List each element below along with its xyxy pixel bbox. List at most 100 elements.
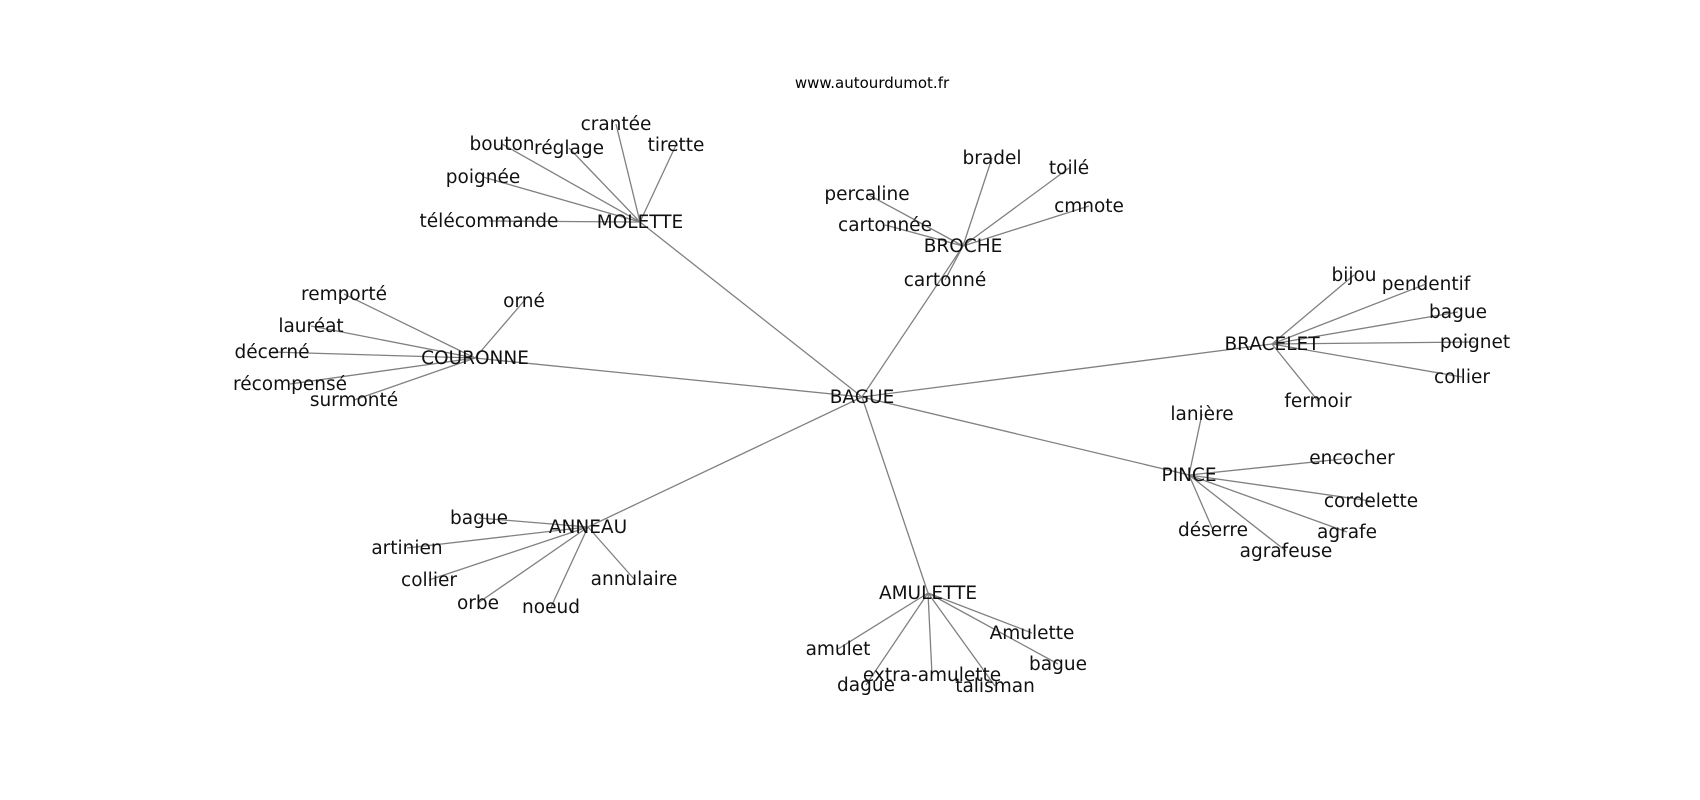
edge-amulette-to-dague xyxy=(865,592,929,686)
edge-anneau-to-annulaire xyxy=(587,526,635,580)
leaf-node-amulette-talisman[interactable]: talisman xyxy=(955,676,1035,697)
edge-molette-to-poignee xyxy=(482,176,641,223)
edge-couronne-to-surmonte xyxy=(353,357,476,401)
edge-pince-to-encocher xyxy=(1188,457,1353,476)
graph-edges xyxy=(271,123,1476,687)
leaf-node-couronne-remporte[interactable]: remporté xyxy=(301,284,387,305)
leaf-node-molette-bouton[interactable]: bouton xyxy=(469,134,534,155)
leaf-node-broche-bradel[interactable]: bradel xyxy=(963,148,1022,169)
edge-center-to-molette xyxy=(639,221,863,398)
edge-amulette-to-bague xyxy=(927,592,1059,665)
edge-bracelet-to-fermoir xyxy=(1271,343,1319,402)
leaf-node-broche-percaline[interactable]: percaline xyxy=(824,184,909,205)
leaf-node-broche-toile[interactable]: toilé xyxy=(1049,158,1089,179)
edge-molette-to-tirette xyxy=(639,144,677,223)
leaf-node-anneau-collier[interactable]: collier xyxy=(401,570,457,591)
leaf-node-pince-laniere[interactable]: lanière xyxy=(1170,404,1233,425)
leaf-node-molette-crantee[interactable]: crantée xyxy=(581,114,652,135)
leaf-node-pince-deserre[interactable]: déserre xyxy=(1178,520,1248,541)
edge-center-to-amulette xyxy=(861,396,929,594)
leaf-node-amulette-extra-amulette[interactable]: extra-amulette xyxy=(863,665,1001,686)
edge-amulette-to-talisman xyxy=(927,592,996,687)
hub-node-amulette[interactable]: AMULETTE xyxy=(879,583,977,604)
edge-amulette-to-extra-amulette xyxy=(927,592,933,676)
edge-bracelet-to-collier xyxy=(1271,343,1463,378)
edge-couronne-to-recompense xyxy=(289,357,476,385)
edge-center-to-anneau xyxy=(587,396,863,528)
edge-bracelet-to-pendentif xyxy=(1271,283,1427,345)
leaf-node-bracelet-bijou[interactable]: bijou xyxy=(1331,265,1376,286)
hub-node-bracelet[interactable]: BRACELET xyxy=(1224,334,1320,355)
edge-center-to-pince xyxy=(861,396,1190,476)
leaf-node-bracelet-bague[interactable]: bague xyxy=(1429,302,1487,323)
hub-node-anneau[interactable]: ANNEAU xyxy=(549,517,627,538)
leaf-node-bracelet-poignet[interactable]: poignet xyxy=(1440,332,1510,353)
leaf-node-molette-tirette[interactable]: tirette xyxy=(648,135,705,156)
leaf-node-amulette-bague[interactable]: bague xyxy=(1029,654,1087,675)
edge-molette-to-crantee xyxy=(615,123,641,223)
edge-molette-to-reglage xyxy=(568,147,641,223)
edge-pince-to-agrafe xyxy=(1188,474,1348,533)
leaf-node-anneau-noeud[interactable]: noeud xyxy=(522,597,580,618)
edge-anneau-to-noeud xyxy=(550,526,589,608)
edge-amulette-to-amulet xyxy=(837,592,929,650)
edge-center-to-couronne xyxy=(474,357,863,398)
edge-molette-to-bouton xyxy=(501,143,641,223)
leaf-node-broche-cartonne[interactable]: cartonné xyxy=(904,270,987,291)
hub-node-molette[interactable]: MOLETTE xyxy=(597,212,683,233)
leaf-node-molette-reglage[interactable]: réglage xyxy=(534,138,604,159)
leaf-node-bracelet-pendentif[interactable]: pendentif xyxy=(1382,274,1471,295)
leaf-node-couronne-decerne[interactable]: décerné xyxy=(234,342,309,363)
leaf-node-couronne-surmonte[interactable]: surmonté xyxy=(310,390,398,411)
leaf-node-broche-cartonnee[interactable]: cartonnée xyxy=(838,215,932,236)
edge-molette-to-telecommande xyxy=(488,220,641,223)
edge-couronne-to-decerne xyxy=(271,351,476,359)
edge-pince-to-agrafeuse xyxy=(1188,474,1287,552)
leaf-node-anneau-orbe[interactable]: orbe xyxy=(457,593,499,614)
leaf-node-pince-cordelette[interactable]: cordelette xyxy=(1324,491,1418,512)
leaf-node-broche-cmnote[interactable]: cmnote xyxy=(1054,196,1124,217)
edge-broche-to-cartonnee xyxy=(884,224,964,247)
edge-couronne-to-laureat xyxy=(310,325,476,359)
site-url[interactable]: www.autourdumot.fr xyxy=(795,74,950,92)
leaf-node-amulette-dague[interactable]: dague xyxy=(837,675,895,696)
edge-amulette-to-amulette xyxy=(927,592,1033,634)
edge-bracelet-to-bijou xyxy=(1271,274,1355,345)
edge-bracelet-to-poignet xyxy=(1271,341,1476,345)
leaf-node-bracelet-fermoir[interactable]: fermoir xyxy=(1284,391,1352,412)
edge-couronne-to-orne xyxy=(474,300,525,359)
leaf-node-anneau-bague[interactable]: bague xyxy=(450,508,508,529)
leaf-node-couronne-laureat[interactable]: lauréat xyxy=(278,316,343,337)
edge-anneau-to-artinien xyxy=(406,526,589,549)
leaf-node-pince-encocher[interactable]: encocher xyxy=(1309,448,1395,469)
edge-anneau-to-bague xyxy=(478,517,589,528)
edge-center-to-bracelet xyxy=(861,343,1273,398)
leaf-node-amulette-amulette[interactable]: Amulette xyxy=(990,623,1075,644)
leaf-node-couronne-recompense[interactable]: récompensé xyxy=(233,374,347,395)
hub-node-couronne[interactable]: COURONNE xyxy=(421,348,529,369)
center-node[interactable]: BAGUE xyxy=(830,387,895,408)
leaf-node-molette-poignee[interactable]: poignée xyxy=(446,167,520,188)
leaf-node-bracelet-collier[interactable]: collier xyxy=(1434,367,1490,388)
edge-broche-to-percaline xyxy=(866,193,964,247)
edge-anneau-to-collier xyxy=(428,526,589,581)
hub-node-broche[interactable]: BROCHE xyxy=(924,236,1003,257)
leaf-node-anneau-annulaire[interactable]: annulaire xyxy=(591,569,678,590)
edge-center-to-broche xyxy=(861,245,964,398)
leaf-node-amulette-amulet[interactable]: amulet xyxy=(806,639,871,660)
leaf-node-molette-telecommande[interactable]: télécommande xyxy=(420,211,559,232)
edge-anneau-to-orbe xyxy=(477,526,589,604)
edge-broche-to-toile xyxy=(962,167,1070,247)
leaf-node-pince-agrafe[interactable]: agrafe xyxy=(1317,522,1377,543)
edge-pince-to-cordelette xyxy=(1188,474,1372,502)
leaf-node-anneau-artinien[interactable]: artinien xyxy=(371,538,442,559)
leaf-node-couronne-orne[interactable]: orné xyxy=(503,291,545,312)
edge-broche-to-cmnote xyxy=(962,205,1090,247)
leaf-node-pince-agrafeuse[interactable]: agrafeuse xyxy=(1240,541,1333,562)
edge-pince-to-deserre xyxy=(1188,474,1214,531)
edge-broche-to-bradel xyxy=(962,157,993,247)
hub-node-pince[interactable]: PINCE xyxy=(1161,465,1216,486)
edge-bracelet-to-bague xyxy=(1271,311,1459,345)
edge-couronne-to-remporte xyxy=(343,293,476,359)
